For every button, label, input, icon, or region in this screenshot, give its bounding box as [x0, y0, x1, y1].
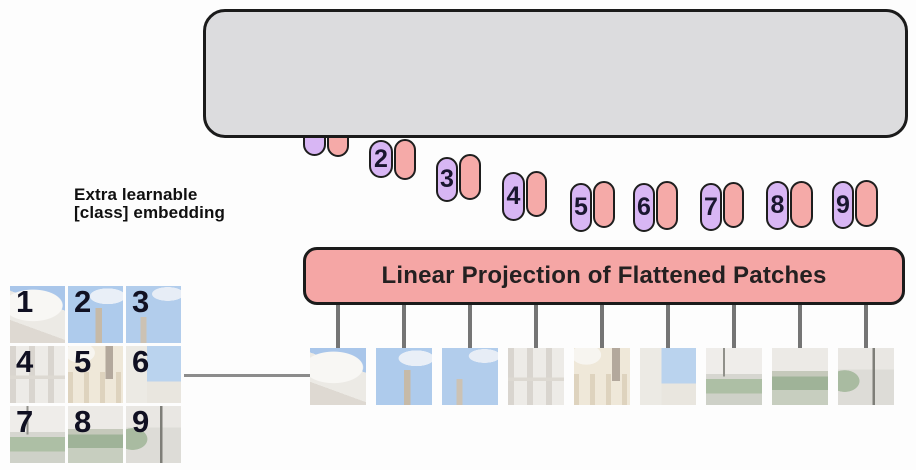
grid-patch-9: 9	[126, 406, 181, 463]
position-embedding-pill-4: 4	[502, 172, 525, 221]
linear-projection-bar: Linear Projection of Flattened Patches	[303, 247, 905, 305]
transformer-encoder-box	[203, 9, 908, 138]
grid-patch-8: 8	[68, 406, 123, 463]
position-embedding-pill-3: 3	[436, 157, 458, 202]
grid-to-strip-connector-line	[184, 374, 310, 377]
projection-connector-line-1	[336, 303, 340, 348]
grid-patch-number: 7	[16, 404, 34, 439]
patch-embedding-pill-7	[723, 182, 744, 228]
grid-patch-number: 8	[74, 404, 92, 439]
grid-patch-4: 4	[10, 346, 65, 403]
position-embedding-pill-5: 5	[570, 183, 592, 232]
grid-patch-3: 3	[126, 286, 181, 343]
grid-patch-number: 2	[74, 284, 92, 319]
grid-patch-number: 4	[16, 344, 34, 379]
position-embedding-pill-6: 6	[633, 183, 655, 232]
grid-patch-7: 7	[10, 406, 65, 463]
grid-patch-number: 1	[16, 284, 34, 319]
patch-embedding-pill-2	[394, 139, 416, 180]
grid-patch-number: 3	[132, 284, 150, 319]
strip-patch-9	[838, 348, 894, 405]
patch-embedding-pill-6	[656, 181, 678, 230]
position-embedding-pill-9: 9	[832, 181, 854, 229]
grid-patch-number: 6	[132, 344, 150, 379]
strip-patch-6	[640, 348, 696, 405]
projection-connector-line-7	[732, 303, 736, 348]
projection-connector-line-4	[534, 303, 538, 348]
grid-patch-number: 9	[132, 404, 150, 439]
projection-connector-line-5	[600, 303, 604, 348]
strip-patch-7	[706, 348, 762, 405]
position-embedding-pill-7: 7	[700, 183, 722, 231]
strip-patch-2	[376, 348, 432, 405]
patch-embedding-pill-5	[593, 181, 615, 228]
position-embedding-pill-2: 2	[369, 140, 393, 178]
patch-embedding-pill-8	[790, 181, 813, 228]
grid-patch-5: 5	[68, 346, 123, 403]
patch-embedding-pill-9	[855, 180, 878, 227]
grid-patch-2: 2	[68, 286, 123, 343]
strip-patch-3	[442, 348, 498, 405]
strip-patch-8	[772, 348, 828, 405]
strip-patch-4	[508, 348, 564, 405]
class-embedding-label-line2: [class] embedding	[74, 203, 225, 222]
grid-patch-1: 1	[10, 286, 65, 343]
grid-patch-number: 5	[74, 344, 92, 379]
linear-projection-label: Linear Projection of Flattened Patches	[381, 262, 827, 289]
class-embedding-label-line1: Extra learnable	[74, 185, 198, 204]
projection-connector-line-2	[402, 303, 406, 348]
class-embedding-label: Extra learnable [class] embedding	[74, 186, 225, 222]
grid-patch-6: 6	[126, 346, 181, 403]
position-embedding-pill-8: 8	[766, 181, 789, 230]
patch-embedding-pill-3	[459, 154, 481, 200]
projection-connector-line-6	[666, 303, 670, 348]
strip-patch-1	[310, 348, 366, 405]
strip-patch-5	[574, 348, 630, 405]
patch-embedding-pill-4	[526, 171, 547, 217]
projection-connector-line-3	[468, 303, 472, 348]
projection-connector-line-8	[798, 303, 802, 348]
projection-connector-line-9	[864, 303, 868, 348]
